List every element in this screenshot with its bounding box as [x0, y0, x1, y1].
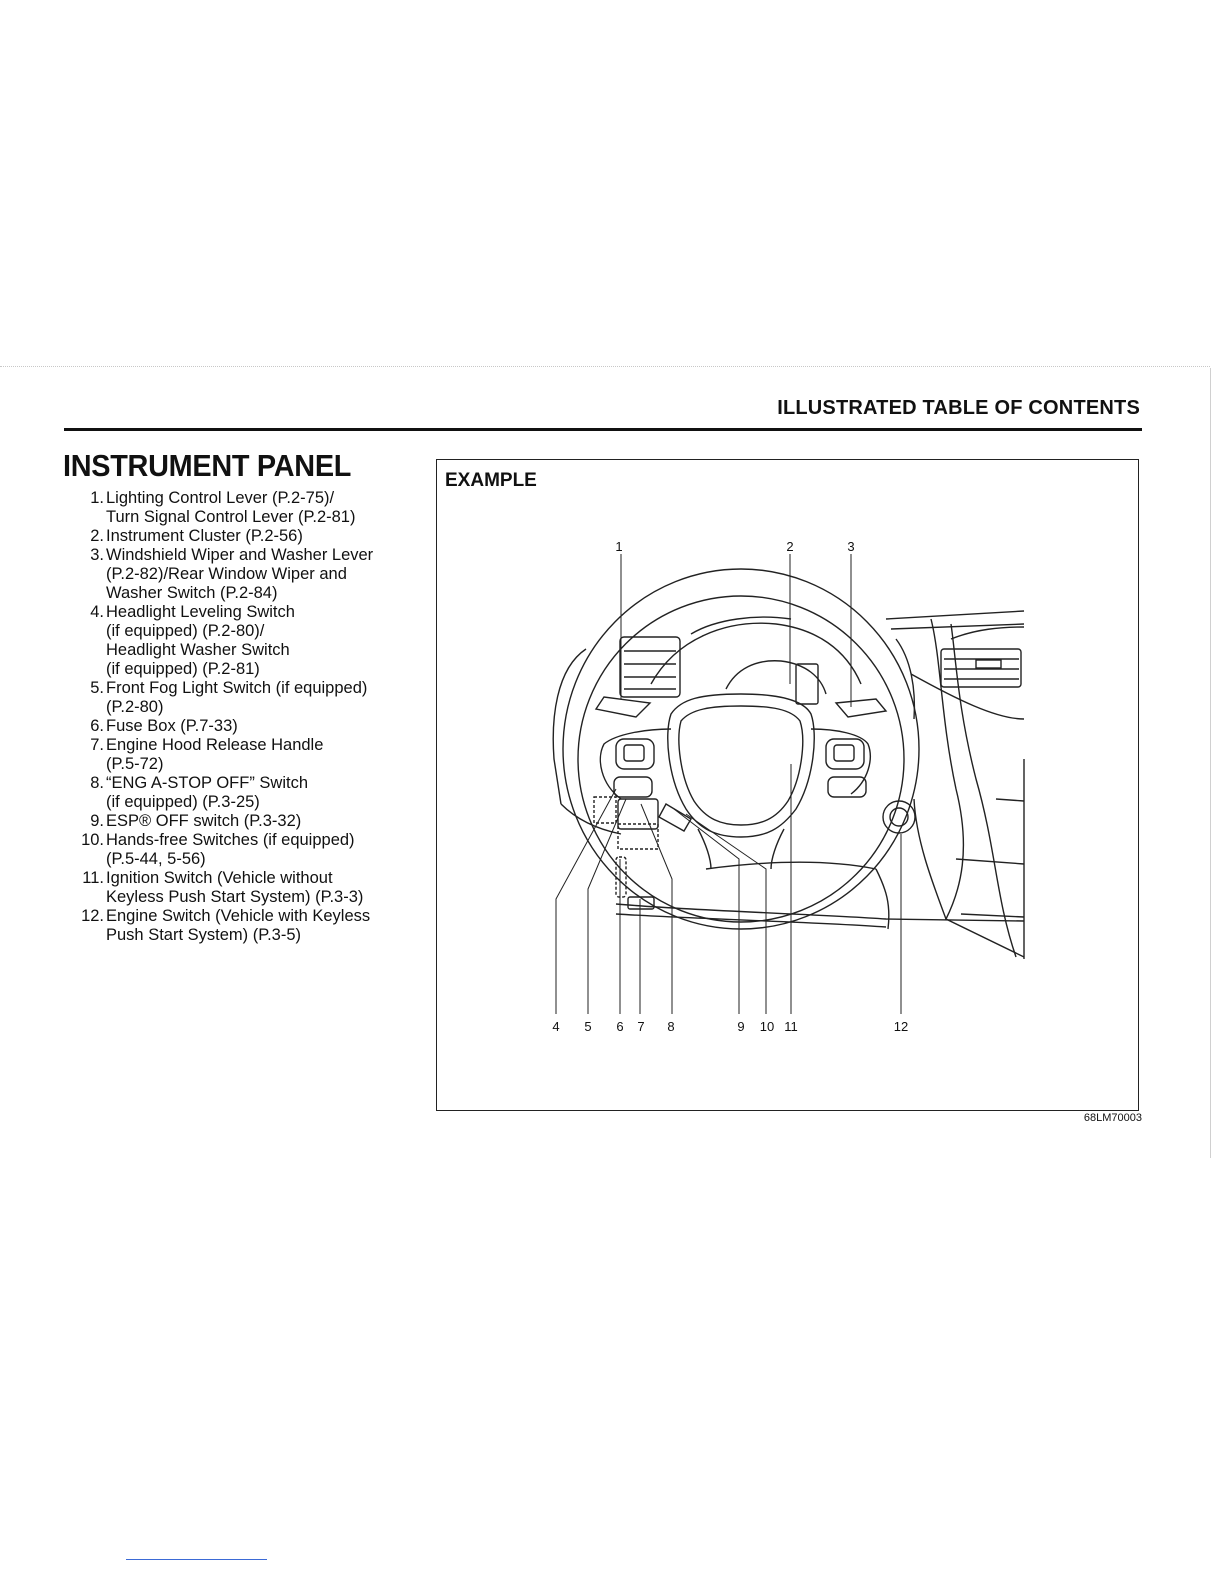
callout-label: 6	[616, 1019, 624, 1034]
item-number: 1.	[90, 489, 104, 507]
callout-label: 2	[786, 539, 794, 554]
list-item: 3. Windshield Wiper and Washer Lever (P.…	[70, 546, 415, 603]
item-text: Fuse Box (P.7-33)	[106, 717, 238, 735]
callout-label: 12	[893, 1019, 909, 1034]
item-text: (P.5-44, 5-56)	[106, 850, 206, 868]
item-text: Washer Switch (P.2-84)	[106, 584, 278, 602]
left-vent	[619, 636, 681, 698]
figure-frame	[436, 459, 1139, 1111]
leader-lines	[555, 554, 902, 1014]
scan-artifact-underline	[126, 1559, 267, 1560]
control-levers	[594, 696, 888, 718]
list-item: 2. Instrument Cluster (P.2-56)	[70, 527, 415, 546]
item-text: (if equipped) (P.3-25)	[106, 793, 260, 811]
item-number: 2.	[90, 527, 104, 545]
callout-label: 9	[737, 1019, 745, 1034]
item-text: ESP® OFF switch (P.3-32)	[106, 812, 302, 830]
callout-label: 11	[784, 1019, 798, 1034]
scan-artifact-line	[0, 366, 1210, 367]
dashboard-outline	[552, 610, 1025, 959]
item-number: 3.	[90, 546, 104, 564]
item-text: Keyless Push Start System) (P.3-3)	[106, 888, 364, 906]
toc-list: 1. Lighting Control Lever (P.2-75)/ Turn…	[70, 489, 415, 945]
item-text: (P.2-80)	[106, 698, 164, 716]
instrument-panel-illustration	[552, 554, 1025, 1014]
item-text: Ignition Switch (Vehicle without	[106, 869, 333, 887]
list-item: 7. Engine Hood Release Handle (P.5-72)	[70, 736, 415, 774]
list-item: 11. Ignition Switch (Vehicle without Key…	[70, 869, 415, 907]
item-number: 7.	[90, 736, 104, 754]
list-item: 10. Hands-free Switches (if equipped) (P…	[70, 831, 415, 869]
item-text: Instrument Cluster (P.2-56)	[106, 527, 303, 545]
callout-label: 4	[552, 1019, 560, 1034]
list-item: 9. ESP® OFF switch (P.3-32)	[70, 812, 415, 831]
running-header: ILLUSTRATED TABLE OF CONTENTS	[777, 397, 1140, 419]
list-item: 4. Headlight Leveling Switch (if equippe…	[70, 603, 415, 679]
list-item: 6. Fuse Box (P.7-33)	[70, 717, 415, 736]
item-text: Front Fog Light Switch (if equipped)	[106, 679, 368, 697]
lower-switches	[593, 796, 692, 910]
list-item: 12. Engine Switch (Vehicle with Keyless …	[70, 907, 415, 945]
item-text: (P.2-82)/Rear Window Wiper and	[106, 565, 347, 583]
item-text: Windshield Wiper and Washer Lever	[106, 546, 374, 564]
callout-label: 5	[584, 1019, 592, 1034]
callout-label: 10	[759, 1019, 775, 1034]
item-number: 9.	[90, 812, 104, 830]
item-text: Engine Switch (Vehicle with Keyless	[106, 907, 371, 925]
figure-label: EXAMPLE	[445, 470, 537, 491]
list-item: 8. “ENG A-STOP OFF” Switch (if equipped)…	[70, 774, 415, 812]
item-text: Engine Hood Release Handle	[106, 736, 324, 754]
steering-wheel	[562, 568, 920, 930]
item-number: 12.	[81, 907, 104, 925]
callout-label: 7	[637, 1019, 645, 1034]
item-number: 10.	[81, 831, 104, 849]
item-number: 11.	[82, 869, 104, 887]
page-edge	[1210, 368, 1211, 1158]
item-number: 8.	[90, 774, 104, 792]
item-text: (if equipped) (P.2-80)/	[106, 622, 265, 640]
item-text: Turn Signal Control Lever (P.2-81)	[106, 508, 356, 526]
item-text: (if equipped) (P.2-81)	[106, 660, 260, 678]
header-rule	[64, 428, 1142, 431]
instrument-cluster	[650, 616, 862, 705]
item-text: Headlight Washer Switch	[106, 641, 290, 659]
section-title: INSTRUMENT PANEL	[63, 448, 352, 483]
item-text: (P.5-72)	[106, 755, 164, 773]
item-text: Push Start System) (P.3-5)	[106, 926, 302, 944]
item-text: Hands-free Switches (if equipped)	[106, 831, 355, 849]
item-number: 5.	[90, 679, 104, 697]
item-text: Headlight Leveling Switch	[106, 603, 295, 621]
engine-switch	[882, 800, 916, 834]
figure-code: 68LM70003	[1083, 1112, 1142, 1124]
list-item: 5. Front Fog Light Switch (if equipped) …	[70, 679, 415, 717]
item-number: 4.	[90, 603, 104, 621]
callout-label: 1	[615, 539, 623, 554]
item-text: “ENG A-STOP OFF” Switch	[106, 774, 309, 792]
list-item: 1. Lighting Control Lever (P.2-75)/ Turn…	[70, 489, 415, 527]
item-text: Lighting Control Lever (P.2-75)/	[106, 489, 335, 507]
callout-label: 3	[847, 539, 855, 554]
callout-label: 8	[667, 1019, 675, 1034]
item-number: 6.	[90, 717, 104, 735]
